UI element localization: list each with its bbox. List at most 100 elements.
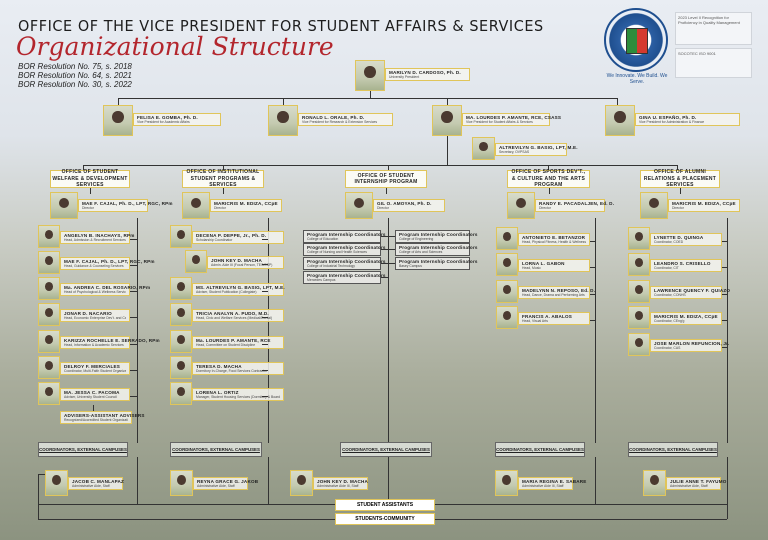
person-role: College of Nursing and Health Sciences — [307, 250, 367, 254]
students-community-box[interactable]: STUDENTS-COMMUNITY — [335, 513, 435, 525]
person-card[interactable]: ALTREVILYN G. BASIG, LPT, M.E.Secretary,… — [495, 142, 578, 156]
person-name: MA. LOURDES P. AMANTE, RCE, CSASS — [466, 114, 562, 120]
university-seal-logo — [604, 8, 668, 72]
person-role: Coordinator, COED — [654, 239, 684, 244]
person-name: MS. ALTREVILYN G. BASIG, LPT, M.E. — [196, 284, 285, 290]
connector-line — [388, 165, 389, 171]
office-title[interactable]: OFFICE OF STUDENT INTERNSHIP PROGRAM — [345, 170, 427, 188]
person-card[interactable]: GINA U. ESPAÑO, Ph. D.Vice President for… — [635, 112, 740, 126]
connector-line — [130, 370, 137, 371]
person-card[interactable]: MARILYN D. CARDOSO, Ph. D.University Pre… — [385, 67, 470, 81]
person-role: Basey Campus — [399, 264, 422, 268]
person-name: MARICRIS M. EDIZA, CCpE — [672, 200, 736, 206]
person-role: Vice President for Academic Affairs — [137, 119, 190, 124]
person-card[interactable]: RONALD L. ORALE, Ph. D.Vice President fo… — [298, 112, 393, 126]
person-photo — [45, 470, 68, 496]
person-card[interactable]: MS. ALTREVILYN G. BASIG, LPT, M.E.Advise… — [192, 282, 285, 296]
person-photo — [38, 251, 60, 274]
seal-shield-icon — [626, 28, 648, 54]
person-name: LORENA L. ORTIZ — [196, 389, 239, 395]
coordinators-external-campuses[interactable]: COORDINATORS, EXTERNAL CAMPUSES — [340, 442, 432, 457]
person-name: ANGELYN B. INACHAYS, RPm — [64, 232, 135, 238]
connector-line — [268, 218, 269, 443]
connector-line — [223, 188, 224, 194]
coordinators-external-campuses[interactable]: COORDINATORS, EXTERNAL CAMPUSES — [38, 442, 128, 457]
person-photo — [495, 470, 518, 496]
student-assistants-box[interactable]: STUDENT ASSISTANTS — [335, 499, 435, 511]
person-card[interactable]: MADELYNN N. REPOSO, Ed. D.Head, Dance, D… — [518, 285, 595, 299]
connector-line — [262, 344, 268, 345]
person-name: MARICRIS M. EDIZA, CCpE — [654, 313, 718, 319]
office-title[interactable]: OFFICE OF INSTITUTIONAL STUDENT PROGRAMS… — [182, 169, 264, 188]
person-role: Director — [214, 205, 226, 210]
page-title: OFFICE OF THE VICE PRESIDENT FOR STUDENT… — [18, 17, 544, 35]
connector-line — [118, 98, 119, 106]
person-role: Administrative Aide, Staff — [670, 483, 708, 488]
person-photo — [496, 227, 518, 250]
person-role: Vice President for Administration & Fina… — [639, 119, 705, 124]
office-title[interactable]: OFFICE OF STUDENT WELFARE & DEVELOPMENT … — [50, 169, 130, 188]
person-card[interactable]: GIL O. AMOYAN, Ph. D.Director — [373, 198, 445, 212]
person-photo — [432, 105, 462, 136]
certification-badge: 2023 Level II Recognition for Proficienc… — [675, 12, 752, 45]
connector-line — [268, 457, 269, 504]
coordinators-external-campuses[interactable]: COORDINATORS, EXTERNAL CAMPUSES — [495, 442, 585, 457]
person-name: Program Internship Coordinators — [307, 245, 386, 250]
coordinators-external-campuses[interactable]: COORDINATORS, EXTERNAL CAMPUSES — [170, 442, 262, 457]
person-photo — [182, 192, 210, 219]
person-card[interactable]: JOSE MARLON REFUNCION, Jr.Coordinator, C… — [650, 338, 729, 352]
person-card[interactable]: TRICIA ANALYN A. PUDO, M.D.Head, Civic a… — [192, 308, 284, 322]
person-role: Adviser, Student Publication (Collegiate… — [196, 289, 257, 294]
person-card[interactable]: DECENA P. DEPPE, Jr., Ph. D.Scholarship … — [192, 230, 284, 244]
person-role: Coordinator, CEng'g — [654, 318, 685, 323]
person-name: LEANDRO S. CRISELLO — [654, 260, 711, 266]
office-title[interactable]: OFFICE OF ALUMNI RELATIONS & PLACEMENT S… — [640, 169, 720, 188]
office-title[interactable]: OFFICE OF SPORTS DEV'T., & CULTURE AND T… — [507, 169, 590, 188]
person-role: Administrative Aide III, Staff — [522, 483, 564, 488]
person-role: Head, Dance, Drama and Performing Arts — [522, 292, 585, 297]
person-photo — [185, 250, 207, 273]
connector-line — [38, 474, 39, 519]
coordinators-external-campuses[interactable]: COORDINATORS, EXTERNAL CAMPUSES — [628, 442, 718, 457]
connector-line — [590, 241, 595, 242]
person-photo — [268, 105, 298, 136]
person-photo — [496, 253, 518, 276]
person-card[interactable]: RANDY E. PACADALJEN, Ed. D.Director — [535, 198, 614, 212]
person-card[interactable]: FELISA E. GOMBA, Ph. D.Vice President fo… — [133, 112, 221, 126]
